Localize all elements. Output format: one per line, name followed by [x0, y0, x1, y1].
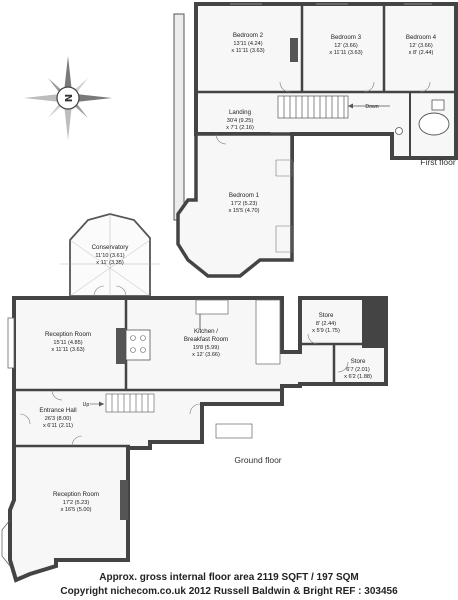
room-dim2-bedroom2: x 11'11 (3.63) [231, 48, 264, 54]
room-name-reception2: Reception Room [53, 491, 99, 498]
room-dim1-conservatory: 11'10 (3.61) [95, 253, 124, 259]
copyright-caption: Copyright nichecom.co.uk 2012 Russell Ba… [60, 586, 398, 597]
room-dim2-store2: x 6'2 (1.88) [344, 374, 372, 380]
ground-floor-label: Ground floor [234, 455, 281, 465]
room-name-entrance: Entrance Hall [39, 407, 76, 414]
room-name-kitchen-line1: Kitchen / [194, 328, 218, 335]
room-name-bedroom4: Bedroom 4 [406, 34, 437, 41]
ground-floor-plan [1, 213, 388, 583]
room-name-reception1: Reception Room [45, 331, 91, 338]
room-dim1-landing: 30'4 (9.25) [227, 118, 254, 124]
room-dim1-bedroom4: 12' (3.66) [409, 43, 433, 49]
room-name-bedroom3: Bedroom 3 [331, 34, 362, 41]
compass-rose-icon: N [24, 56, 112, 140]
room-name-landing: Landing [229, 109, 252, 116]
room-name-bedroom2: Bedroom 2 [233, 32, 264, 39]
room-dim1-bedroom1: 17'2 (5.23) [231, 201, 258, 207]
room-dim1-store2: 6'7 (2.01) [346, 367, 370, 373]
room-dim2-store1: x 5'9 (1.75) [312, 328, 340, 334]
room-dim2-bedroom1: x 15'5 (4.70) [229, 208, 260, 214]
room-dim1-reception2: 17'2 (5.23) [63, 500, 90, 506]
room-dim2-entrance: x 6'11 (2.11) [43, 423, 73, 429]
room-dim2-kitchen: x 12' (3.66) [192, 352, 220, 358]
stair-label-down: Down [365, 104, 378, 110]
room-dim2-bedroom4: x 8' (2.44) [409, 50, 434, 56]
room-name-store2: Store [351, 358, 366, 365]
room-dim1-bedroom2: 13'11 (4.24) [233, 41, 262, 47]
stair-label-up: Up [83, 402, 90, 408]
room-name-store1: Store [319, 312, 334, 319]
floor-area-caption: Approx. gross internal floor area 2119 S… [99, 572, 359, 583]
room-name-conservatory: Conservatory [92, 244, 130, 251]
room-dim1-bedroom3: 12' (3.66) [334, 43, 358, 49]
first-floor-plan [173, 2, 458, 278]
compass-north-label: N [64, 94, 75, 102]
first-floor-label: First floor [420, 157, 456, 167]
room-dim2-conservatory: x 11' (3.35) [96, 260, 124, 266]
room-name-kitchen-line2: Breakfast Room [184, 336, 228, 343]
room-dim1-store1: 8' (2.44) [316, 321, 336, 327]
room-dim1-reception1: 15'11 (4.85) [53, 340, 82, 346]
room-dim2-reception2: x 16'5 (5.00) [61, 507, 92, 513]
room-dim1-entrance: 26'3 (8.00) [45, 416, 72, 422]
room-dim2-landing: x 7'1 (2.16) [226, 125, 254, 131]
room-dim2-bedroom3: x 11'11 (3.63) [329, 50, 362, 56]
room-name-bedroom1: Bedroom 1 [229, 192, 260, 199]
room-dim1-kitchen: 19'8 (5.99) [193, 345, 220, 351]
room-dim2-reception1: x 11'11 (3.63) [51, 347, 84, 353]
